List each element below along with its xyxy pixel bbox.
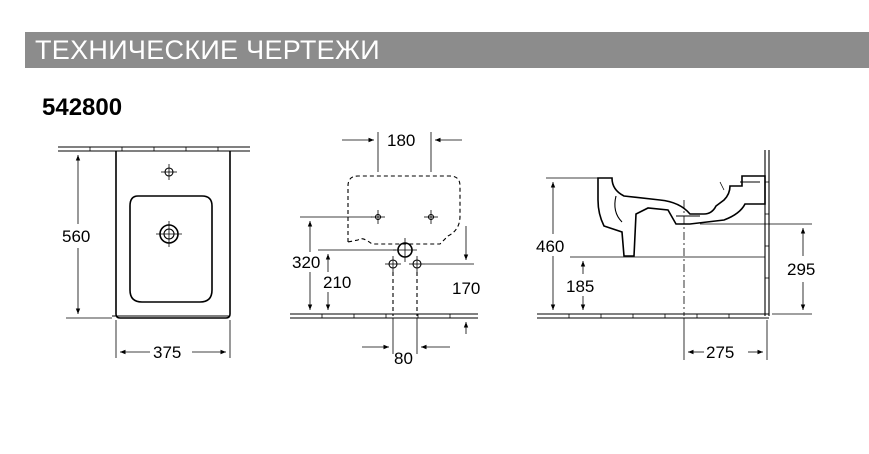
- outlet-icon: [393, 238, 417, 262]
- bidet-bowl: [129, 195, 213, 303]
- wall-line-top: [58, 146, 250, 152]
- section-header: ТЕХНИЧЕСКИЕ ЧЕРТЕЖИ: [25, 32, 869, 68]
- back-view: 180 320 210 170 80: [290, 131, 480, 368]
- dim-height-460: 460: [536, 237, 564, 256]
- wall-line-side: [764, 150, 770, 316]
- dim-height-210: 210: [323, 273, 351, 292]
- dim-height-170: 170: [452, 279, 480, 298]
- inlet-left-icon: [385, 256, 401, 272]
- section-title: ТЕХНИЧЕСКИЕ ЧЕРТЕЖИ: [35, 35, 380, 65]
- mounting-hole-right-icon: [424, 210, 438, 224]
- dim-height-560: 560: [62, 227, 90, 246]
- model-number: 542800: [42, 94, 123, 121]
- dim-height-295: 295: [787, 260, 815, 279]
- floor-line-side: [537, 313, 769, 319]
- dim-height-320: 320: [292, 253, 320, 272]
- dim-depth-275: 275: [706, 343, 734, 362]
- mounting-hole-left-icon: [371, 210, 385, 224]
- drain-icon: [156, 221, 182, 247]
- back-outline: [347, 175, 461, 245]
- front-view: 560 375: [58, 146, 250, 362]
- floor-line-back: [290, 313, 478, 319]
- tap-hole-icon: [161, 164, 177, 180]
- side-view: 460 185 295 275: [536, 150, 815, 362]
- dim-width-375: 375: [153, 343, 181, 362]
- bidet-front-outline: [115, 151, 231, 319]
- inlet-right-icon: [409, 256, 425, 272]
- dim-inlets-80: 80: [394, 349, 413, 368]
- dim-holes-180: 180: [387, 131, 415, 150]
- bidet-side-profile: [597, 175, 766, 257]
- dim-height-185: 185: [566, 277, 594, 296]
